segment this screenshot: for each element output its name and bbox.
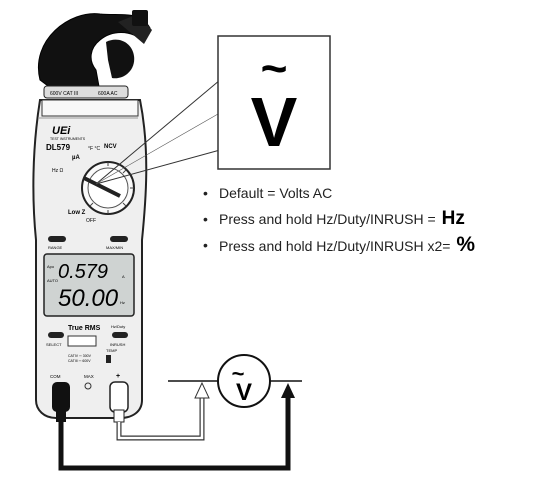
rotary-dial[interactable] [81, 161, 135, 215]
brand-subtitle: TEST INSTRUMENTS [50, 137, 86, 141]
inrush-button[interactable] [112, 332, 128, 338]
voltmeter-v: V [236, 379, 252, 406]
hz-duty-label: Hz/Duty [111, 324, 125, 329]
instruction-text: Default = Volts AC [219, 185, 333, 201]
true-rms-label: True RMS [68, 325, 101, 332]
brand-logo: UEi [52, 125, 71, 137]
temp-port [67, 335, 97, 347]
black-probe-plug [52, 382, 70, 422]
plus-jack-label: + [116, 373, 120, 380]
clamp-jaw: 600V CAT III 600A AC [38, 10, 152, 99]
cat-rating-1: CATIV ⎓ 300V [68, 354, 92, 358]
jaw-rating-right: 600A AC [98, 91, 118, 97]
dial-pointer [83, 176, 121, 198]
jaw-rating-left: 600V CAT III [50, 91, 78, 97]
maxmin-button[interactable] [110, 236, 128, 242]
range-button[interactable] [48, 236, 66, 242]
lcd-auto: AUTO [47, 278, 58, 283]
lcd-primary-unit: A [122, 274, 125, 279]
select-button[interactable] [48, 332, 64, 338]
bullet-dot: • [203, 211, 208, 227]
range-button-label: RANGE [48, 245, 63, 250]
callout-box [217, 35, 331, 170]
dial-ohm-label: Hz Ω [52, 168, 64, 174]
model-label: DL579 [46, 143, 71, 152]
dial-lowz-label: Low Z [68, 210, 86, 216]
lcd-apo: Apo [47, 264, 55, 269]
red-test-lead [117, 398, 204, 440]
dial-microamp-label: µA [72, 155, 80, 161]
instruction-result-hz: Hz [441, 208, 465, 229]
cat-rating-2: CATIII ⎓ 600V [68, 359, 91, 363]
black-test-lead [58, 398, 291, 471]
lcd-display: Apo AUTO 0.579 A 50.00 Hz [43, 253, 135, 317]
lcd-secondary-unit: Hz [120, 300, 125, 305]
instruction-item: • Press and hold Hz/Duty/INRUSH x2= % [203, 232, 475, 258]
voltmeter-symbol: ~ V [217, 354, 271, 408]
bullet-dot: • [203, 237, 208, 253]
instruction-item: • Press and hold Hz/Duty/INRUSH = Hz [203, 206, 475, 232]
maxmin-button-label: MAX/MIN [106, 245, 123, 250]
instruction-text: Press and hold Hz/Duty/INRUSH = [219, 211, 436, 227]
red-probe-plug [109, 381, 129, 423]
callout-wave-symbol: ~ [261, 42, 288, 94]
com-jack-label: COM [50, 374, 61, 379]
instruction-list: • Default = Volts AC • Press and hold Hz… [203, 180, 475, 258]
lcd-secondary-reading: 50.00 [58, 285, 119, 312]
callout-volt-symbol: V [251, 83, 298, 161]
trigger [132, 10, 148, 26]
temp-label: TEMP [106, 348, 117, 353]
test-leads [58, 398, 291, 471]
dial-temp-label: °F °C [88, 146, 100, 152]
select-button-label: SELECT [46, 342, 62, 347]
callout-leader-lines [95, 79, 221, 185]
instruction-item: • Default = Volts AC [203, 180, 475, 206]
voltmeter-wave: ~ [232, 361, 245, 386]
red-probe-tip [194, 381, 210, 399]
bullet-dot: • [203, 185, 208, 201]
lcd-primary-reading: 0.579 [58, 261, 108, 283]
dial-off-label: OFF [86, 218, 96, 224]
dial-ncv-label: NCV [104, 144, 117, 150]
inrush-button-label: INRUSH [110, 342, 125, 347]
black-probe-tip [281, 383, 295, 398]
instruction-result-percent: % [456, 233, 476, 256]
instruction-text: Press and hold Hz/Duty/INRUSH x2= [219, 238, 451, 254]
temp-switch [106, 355, 111, 363]
max-warning-icon [84, 382, 92, 390]
max-jack-label: MAX [84, 374, 94, 379]
